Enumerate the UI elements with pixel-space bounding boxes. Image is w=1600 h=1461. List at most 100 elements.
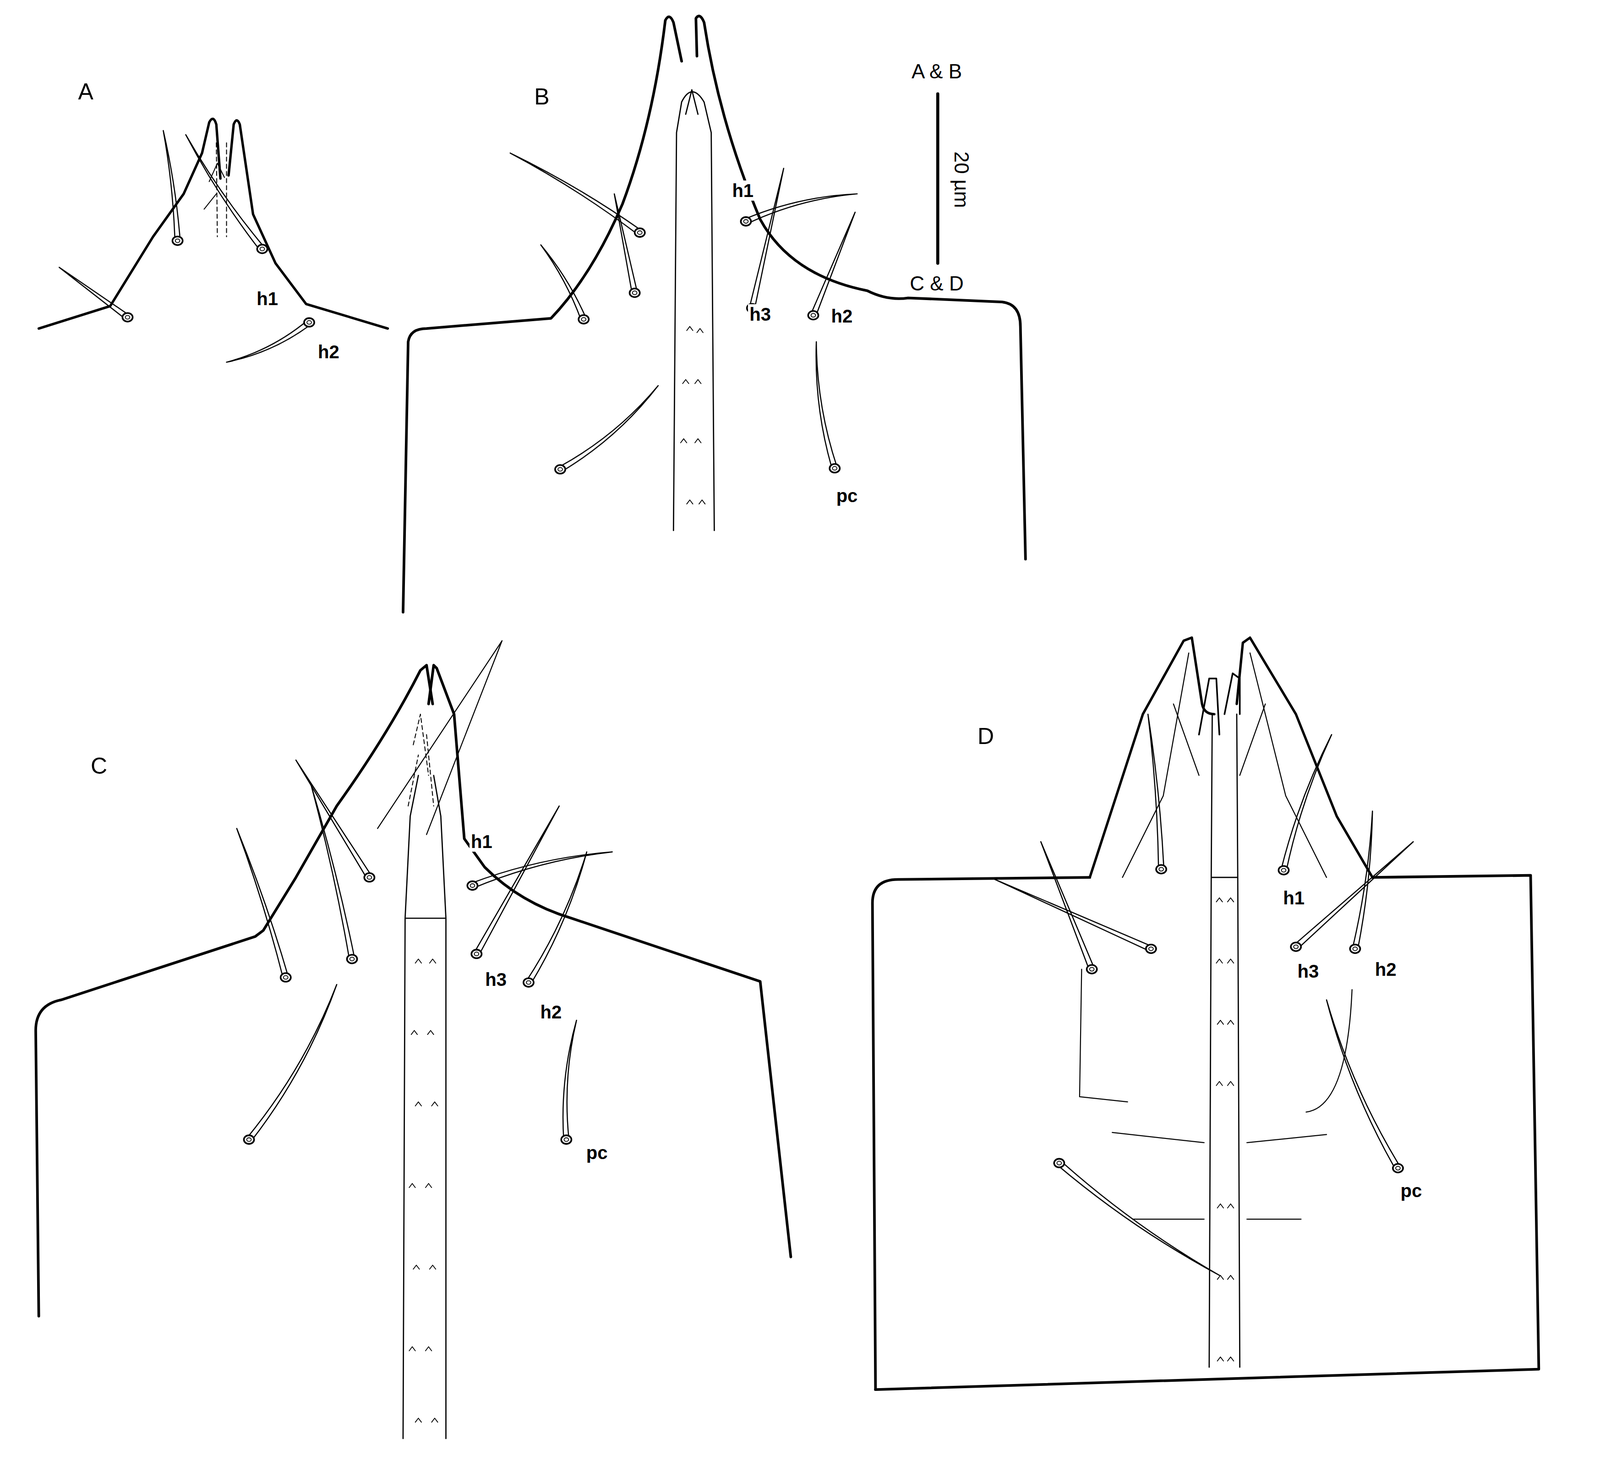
seta-socket bbox=[1053, 1158, 1065, 1168]
seta-label: pc bbox=[584, 1142, 610, 1163]
seta bbox=[311, 785, 355, 960]
cuticle-spine bbox=[697, 328, 704, 333]
seta-socket bbox=[1392, 1163, 1404, 1173]
chelicera-inner bbox=[408, 714, 434, 806]
scale-label: C & D bbox=[908, 272, 965, 295]
panel-letter: D bbox=[976, 723, 996, 749]
cuticle-spine bbox=[429, 958, 436, 963]
cuticle-spine bbox=[431, 1101, 438, 1106]
seta-socket bbox=[1278, 865, 1289, 875]
seta bbox=[1326, 999, 1401, 1169]
seta-socket bbox=[172, 236, 183, 246]
seta-socket-inner bbox=[563, 1137, 569, 1142]
cuticle-spine bbox=[425, 1183, 432, 1188]
seta-socket bbox=[1349, 944, 1360, 954]
gnathosoma-tube bbox=[673, 89, 715, 531]
seta-socket bbox=[829, 464, 840, 473]
seta bbox=[526, 851, 587, 984]
cuticle-spine bbox=[431, 1417, 438, 1422]
seta-socket bbox=[122, 312, 133, 322]
internal-line bbox=[1079, 969, 1353, 1113]
seta bbox=[185, 134, 265, 251]
seta-socket-inner bbox=[246, 1137, 252, 1142]
seta bbox=[540, 244, 587, 321]
seta-socket bbox=[256, 244, 268, 254]
cuticle-spine bbox=[415, 1417, 422, 1422]
seta-socket bbox=[808, 311, 819, 320]
seta bbox=[474, 805, 559, 956]
seta bbox=[745, 193, 858, 224]
body-outline bbox=[1089, 637, 1215, 878]
seta-label: pc bbox=[835, 485, 860, 506]
panel-letter: B bbox=[532, 84, 551, 110]
body-outline bbox=[403, 16, 682, 613]
seta-socket-inner bbox=[470, 883, 476, 888]
gnathosoma-tube bbox=[1209, 714, 1240, 1367]
cuticle-spine bbox=[680, 438, 687, 443]
seta-label: h3 bbox=[1296, 961, 1321, 982]
seta-socket-inner bbox=[743, 219, 749, 224]
seta bbox=[810, 212, 856, 317]
seta-socket-inner bbox=[260, 246, 265, 251]
body-outline bbox=[875, 875, 1539, 1390]
seta-socket-inner bbox=[1158, 867, 1164, 871]
palp-tip bbox=[1199, 673, 1240, 735]
seta-label: h2 bbox=[829, 305, 854, 327]
seta-socket-inner bbox=[1056, 1161, 1062, 1165]
cuticle-spine bbox=[411, 1030, 418, 1035]
seta-socket-inner bbox=[1352, 946, 1358, 951]
cuticle-spine bbox=[1227, 958, 1234, 963]
seta-socket-inner bbox=[125, 315, 131, 320]
seta-label: pc bbox=[1399, 1180, 1424, 1201]
seta-socket bbox=[471, 949, 482, 959]
cuticle-spine bbox=[682, 379, 689, 384]
seta bbox=[1352, 810, 1373, 949]
seta-label: h1 bbox=[255, 288, 280, 309]
seta bbox=[59, 267, 130, 320]
seta-socket-inner bbox=[1148, 946, 1154, 951]
cuticle-spine bbox=[1216, 897, 1223, 902]
panel-letter: A bbox=[76, 79, 95, 105]
seta-socket bbox=[243, 1135, 254, 1144]
cuticle-spine bbox=[1217, 1356, 1224, 1361]
seta-socket bbox=[1290, 942, 1301, 951]
body-outline bbox=[428, 665, 792, 1257]
seta-socket-inner bbox=[557, 467, 563, 471]
cuticle-spine bbox=[415, 1101, 422, 1106]
cuticle-spine bbox=[1227, 1081, 1234, 1086]
seta-socket bbox=[467, 881, 478, 891]
cuticle-spine bbox=[1227, 897, 1234, 902]
seta bbox=[1040, 841, 1095, 971]
cuticle-spine bbox=[1217, 1020, 1224, 1025]
scale-bar bbox=[936, 93, 940, 264]
seta bbox=[562, 1020, 577, 1140]
cuticle-spine bbox=[1217, 1203, 1224, 1208]
seta-socket-inner bbox=[1293, 944, 1299, 949]
seta bbox=[246, 984, 338, 1141]
cuticle-spine bbox=[686, 326, 693, 331]
seta-socket-inner bbox=[632, 290, 638, 295]
seta-socket-inner bbox=[349, 956, 355, 961]
cuticle-spine bbox=[1217, 1275, 1224, 1280]
seta-socket-inner bbox=[581, 317, 586, 322]
body-outline bbox=[38, 118, 221, 329]
cuticle-spine bbox=[694, 438, 701, 443]
chelicera-blade bbox=[377, 640, 503, 835]
seta-socket bbox=[1156, 864, 1167, 874]
seta-label: h1 bbox=[469, 831, 494, 852]
seta bbox=[295, 759, 372, 879]
body-outline bbox=[35, 665, 433, 1317]
seta-socket bbox=[364, 873, 375, 882]
seta-socket-inner bbox=[1395, 1166, 1401, 1170]
body-outline bbox=[695, 16, 1026, 559]
cuticle-spine bbox=[415, 958, 422, 963]
seta bbox=[471, 851, 613, 889]
cuticle-spine bbox=[1227, 1356, 1234, 1361]
seta-socket-inner bbox=[526, 980, 531, 985]
seta bbox=[1147, 714, 1164, 870]
seta-socket bbox=[280, 972, 291, 982]
seta-socket bbox=[578, 315, 589, 324]
seta-socket-inner bbox=[811, 313, 816, 317]
panel-letter: C bbox=[89, 753, 109, 779]
